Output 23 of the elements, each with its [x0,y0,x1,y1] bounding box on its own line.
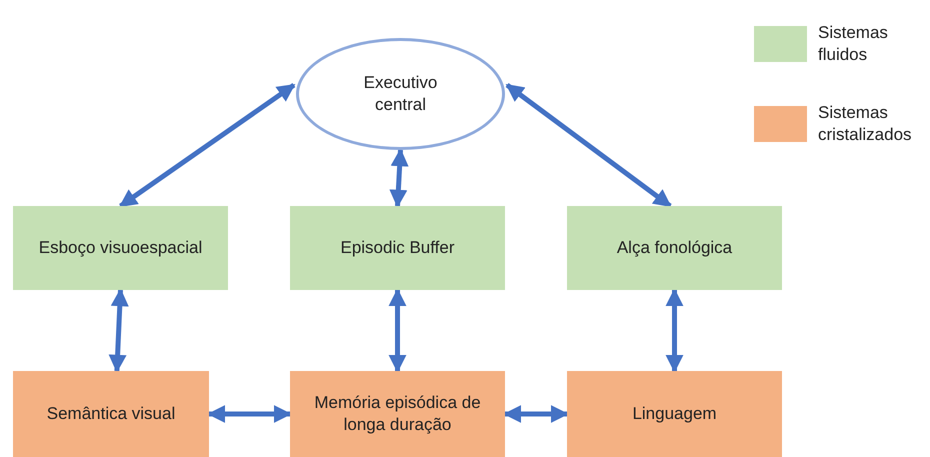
node-label: Memória episódica de longa duração [314,392,481,436]
node-label: Episodic Buffer [340,236,455,259]
process-box [13,206,228,290]
process-box [567,371,782,457]
process-box [567,206,782,290]
legend-label: Sistemas fluidos [818,22,889,66]
process-box [290,371,505,457]
process-box [290,206,505,290]
double-arrow [108,288,129,373]
process-box [13,371,209,457]
node-label: Esboço visuoespacial [38,236,202,259]
node-label: Alça fonológica [616,236,732,259]
double-arrow [666,288,684,373]
double-arrow [388,288,406,373]
double-arrow [503,405,569,423]
double-arrow [119,83,296,208]
double-arrow [506,83,672,208]
node-label: Linguagem [632,402,717,425]
legend-label: Sistemas cristalizados [818,102,913,146]
double-arrow [207,405,292,423]
node-label: Semântica visual [46,402,176,425]
double-arrow [389,148,409,208]
node-label: Executivo central [362,72,438,116]
